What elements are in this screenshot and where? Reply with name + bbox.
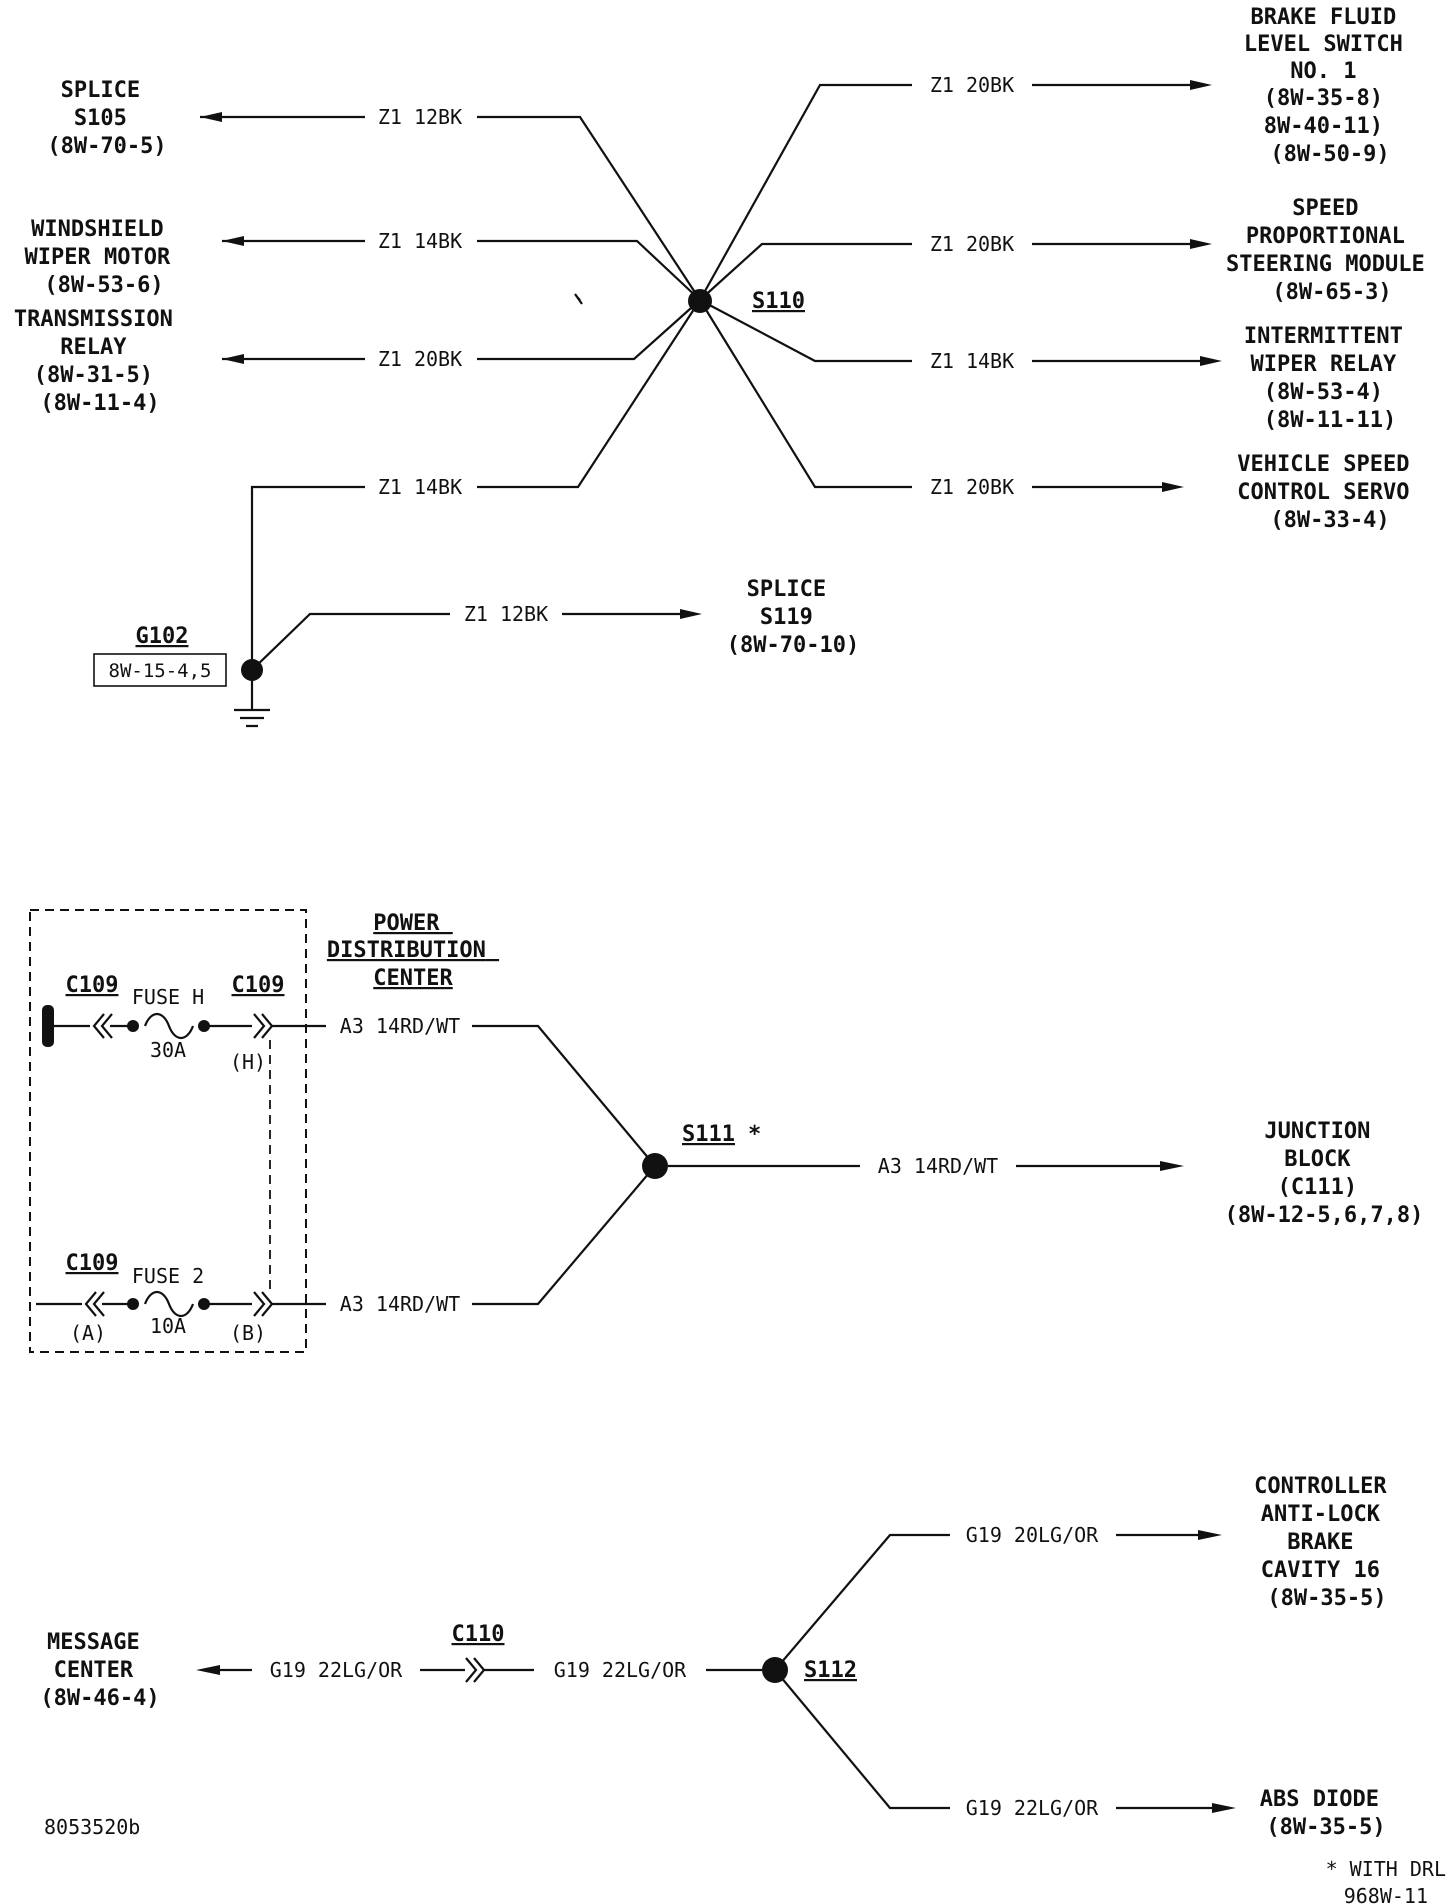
arrow-message-center: [196, 1665, 220, 1675]
wire-trans-relay-label: Z1 20BK: [378, 347, 462, 371]
splice-s110-node: [688, 289, 712, 313]
ground-g102-label: G102: [136, 624, 189, 649]
splice-s119-label: SPLICE S119 (8W-70-10): [727, 577, 859, 658]
fuse-h-left-dot: [127, 1020, 139, 1032]
wire-g19-upper: [774, 1533, 1198, 1671]
drl-footnote: * WITH DRL: [1326, 1857, 1446, 1881]
speed-steering-module-label: SPEED PROPORTIONAL STEERING MODULE (8W-6…: [1226, 196, 1438, 305]
arrow-intermittent-relay: [1200, 356, 1222, 366]
wire-trans-relay: [222, 299, 701, 361]
splice-s111-asterisk: *: [748, 1122, 761, 1147]
wire-g19-lower-label: G19 22LG/OR: [966, 1796, 1099, 1820]
wire-intermittent-relay: [699, 299, 1200, 363]
wire-a3-upper-label: A3 14RD/WT: [340, 1014, 460, 1038]
wire-brake-fluid-label: Z1 20BK: [930, 73, 1014, 97]
image-id: 8053520b: [44, 1815, 140, 1839]
junction-block-label: JUNCTION BLOCK (C111) (8W-12-5,6,7,8): [1225, 1119, 1424, 1228]
arrow-speed-servo: [1162, 482, 1184, 492]
middle-section: POWER DISTRIBUTION CENTER C109 FUSE H C1…: [29, 909, 1424, 1353]
fuse-h-label: FUSE H: [132, 985, 204, 1009]
intermittent-wiper-relay-label: INTERMITTENT WIPER RELAY (8W-53-4) (8W-1…: [1244, 324, 1416, 433]
wire-wiper-motor: [222, 239, 701, 301]
ground-symbol: [234, 670, 270, 728]
pin-b-label: (B): [230, 1321, 266, 1345]
page-reference: 968W-11: [1344, 1884, 1428, 1904]
arrow-controller-abs: [1198, 1530, 1222, 1540]
fuse-h-circuit: [54, 1012, 326, 1040]
fuse-2-label: FUSE 2: [132, 1264, 204, 1288]
wire-a3-upper: [472, 1024, 656, 1167]
splice-s110-label: S110: [752, 289, 805, 314]
connector-c109-c: C109: [66, 1251, 119, 1276]
wire-s105: [574, 293, 583, 305]
pin-h-label: (H): [230, 1050, 266, 1074]
battery-terminal: [42, 1005, 54, 1047]
wire-s119: [251, 612, 680, 671]
wire-s105-line: [200, 115, 701, 301]
wire-a3-lower-label: A3 14RD/WT: [340, 1292, 460, 1316]
wire-speed-steering-label: Z1 20BK: [930, 232, 1014, 256]
wire-g19-lower: [774, 1669, 1212, 1810]
ground-ref-box: [93, 653, 227, 687]
abs-diode-label: ABS DIODE (8W-35-5): [1260, 1787, 1392, 1840]
arrow-s105: [200, 112, 222, 122]
wire-speed-servo-label: Z1 20BK: [930, 475, 1014, 499]
wire-speed-steering: [699, 242, 1190, 301]
arrow-speed-steering: [1190, 239, 1212, 249]
splice-s105-label: SPLICE S105 (8W-70-5): [47, 78, 166, 159]
wire-g102-label: Z1 14BK: [378, 475, 462, 499]
top-section: SPLICE S105 (8W-70-5) WINDSHIELD WIPER M…: [14, 5, 1438, 728]
arrow-brake-fluid: [1190, 80, 1212, 90]
fuse-2-left-dot: [127, 1298, 139, 1310]
connector-c110: C110: [452, 1622, 505, 1647]
wire-brake-fluid: [699, 83, 1190, 301]
arrow-trans-relay: [222, 354, 244, 364]
speed-control-servo-label: VEHICLE SPEED CONTROL SERVO (8W-33-4): [1237, 452, 1422, 533]
controller-abs-label: CONTROLLER ANTI-LOCK BRAKE CAVITY 16 (8W…: [1254, 1474, 1400, 1611]
splice-s111-label: S111: [682, 1122, 735, 1147]
transmission-relay-label: TRANSMISSION RELAY (8W-31-5) (8W-11-4): [14, 307, 186, 416]
windshield-wiper-motor-label: WINDSHIELD WIPER MOTOR (8W-53-6): [25, 217, 184, 298]
fuse-2-circuit: [36, 1290, 326, 1318]
pdc-title: POWER DISTRIBUTION CENTER: [327, 911, 499, 991]
splice-s112-label: S112: [804, 1658, 857, 1683]
splice-s111-node: [642, 1153, 668, 1179]
wire-wiper-motor-label: Z1 14BK: [378, 229, 462, 253]
ground-ref-label: 8W-15-4,5: [109, 660, 212, 682]
wire-g102: [250, 299, 701, 670]
arrow-wiper-motor: [222, 236, 244, 246]
wire-g19-in-2-label: G19 22LG/OR: [554, 1658, 687, 1682]
arrow-junction-block: [1160, 1161, 1184, 1171]
wire-speed-servo: [699, 299, 1162, 489]
brake-fluid-switch-label: BRAKE FLUID LEVEL SWITCH NO. 1 (8W-35-8)…: [1244, 5, 1416, 167]
connector-c109-b: C109: [232, 973, 285, 998]
fuse-2-right-dot: [198, 1298, 210, 1310]
pdc-dashed-box: [29, 909, 307, 1353]
wire-g19-in-1-label: G19 22LG/OR: [270, 1658, 403, 1682]
wire-a3-out-label: A3 14RD/WT: [878, 1154, 998, 1178]
wire-a3-lower: [472, 1165, 656, 1306]
footer: 8053520b * WITH DRL 968W-11: [44, 1815, 1446, 1904]
bottom-section: MESSAGE CENTER (8W-46-4) G19 22LG/OR C11…: [40, 1474, 1400, 1840]
pin-a-label: (A): [70, 1321, 106, 1345]
fuse-h-amp: 30A: [150, 1038, 186, 1062]
fuse-h-right-dot: [198, 1020, 210, 1032]
message-center-label: MESSAGE CENTER (8W-46-4): [40, 1630, 159, 1711]
connector-c109-a: C109: [66, 973, 119, 998]
wire-g19-in: [218, 1657, 775, 1683]
arrow-s119: [680, 609, 702, 619]
fuse-2-amp: 10A: [150, 1314, 186, 1338]
arrow-abs-diode: [1212, 1803, 1236, 1813]
wire-g19-upper-label: G19 20LG/OR: [966, 1523, 1099, 1547]
wire-intermittent-relay-label: Z1 14BK: [930, 349, 1014, 373]
wire-s119-label: Z1 12BK: [464, 602, 548, 626]
wire-s105-label: Z1 12BK: [378, 105, 462, 129]
